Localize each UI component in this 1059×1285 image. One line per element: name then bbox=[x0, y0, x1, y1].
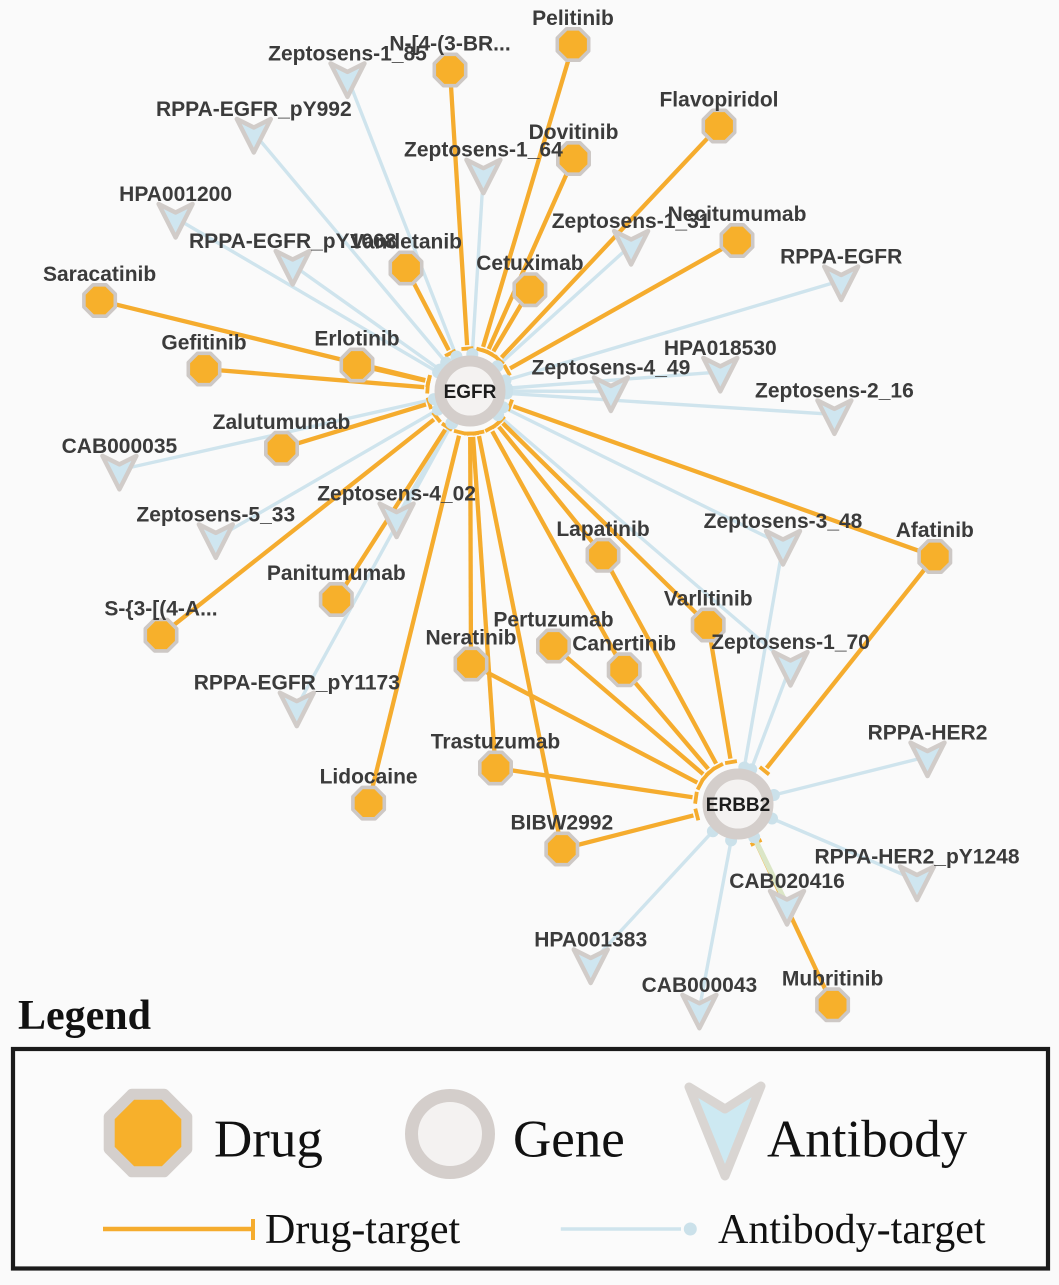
svg-text:Flavopiridol: Flavopiridol bbox=[659, 89, 778, 112]
svg-text:RPPA-HER2: RPPA-HER2 bbox=[868, 722, 988, 745]
svg-text:Zalutumumab: Zalutumumab bbox=[213, 411, 351, 434]
svg-text:Zeptosens-1_70: Zeptosens-1_70 bbox=[711, 631, 870, 654]
svg-text:RPPA-HER2_pY1248: RPPA-HER2_pY1248 bbox=[814, 846, 1019, 869]
svg-text:Mubritinib: Mubritinib bbox=[782, 967, 883, 990]
svg-text:RPPA-EGFR_pY1068: RPPA-EGFR_pY1068 bbox=[189, 230, 397, 253]
svg-text:Drug-target: Drug-target bbox=[265, 1207, 460, 1253]
svg-text:Lidocaine: Lidocaine bbox=[320, 766, 418, 789]
svg-text:BIBW2992: BIBW2992 bbox=[510, 812, 613, 835]
svg-text:CAB000035: CAB000035 bbox=[62, 435, 178, 458]
svg-text:Drug: Drug bbox=[214, 1111, 323, 1169]
svg-text:Pelitinib: Pelitinib bbox=[532, 7, 614, 30]
svg-text:HPA001200: HPA001200 bbox=[119, 183, 232, 206]
svg-text:EGFR: EGFR bbox=[444, 382, 497, 403]
svg-text:CAB000043: CAB000043 bbox=[642, 974, 758, 997]
svg-text:Zeptosens-2_16: Zeptosens-2_16 bbox=[755, 379, 914, 402]
svg-text:Gefitinib: Gefitinib bbox=[161, 332, 246, 355]
svg-text:Zeptosens-1_64: Zeptosens-1_64 bbox=[404, 139, 563, 162]
svg-text:HPA001383: HPA001383 bbox=[534, 929, 647, 952]
svg-text:S-{3-[(4-A...: S-{3-[(4-A... bbox=[104, 598, 217, 621]
svg-text:Panitumumab: Panitumumab bbox=[267, 562, 406, 585]
svg-text:Zeptosens-4_02: Zeptosens-4_02 bbox=[317, 483, 476, 506]
svg-text:Saracatinib: Saracatinib bbox=[43, 263, 156, 286]
svg-text:RPPA-EGFR_pY992: RPPA-EGFR_pY992 bbox=[156, 98, 352, 121]
svg-text:Neratinib: Neratinib bbox=[425, 627, 516, 650]
svg-text:Zeptosens-1_31: Zeptosens-1_31 bbox=[552, 210, 711, 233]
svg-text:Canertinib: Canertinib bbox=[572, 632, 676, 655]
svg-text:Zeptosens-4_49: Zeptosens-4_49 bbox=[532, 357, 691, 380]
svg-text:Varlitinib: Varlitinib bbox=[664, 588, 753, 611]
svg-text:RPPA-EGFR_pY1173: RPPA-EGFR_pY1173 bbox=[194, 672, 400, 695]
svg-text:Zeptosens-3_48: Zeptosens-3_48 bbox=[704, 510, 863, 533]
svg-text:Antibody-target: Antibody-target bbox=[718, 1207, 986, 1253]
svg-text:Erlotinib: Erlotinib bbox=[314, 328, 399, 351]
svg-text:Zeptosens-5_33: Zeptosens-5_33 bbox=[136, 503, 295, 526]
svg-text:Afatinib: Afatinib bbox=[896, 519, 974, 542]
svg-text:Trastuzumab: Trastuzumab bbox=[431, 731, 561, 754]
svg-text:Zeptosens-1_85: Zeptosens-1_85 bbox=[268, 42, 427, 65]
svg-text:RPPA-EGFR: RPPA-EGFR bbox=[780, 246, 902, 269]
svg-text:CAB020416: CAB020416 bbox=[729, 870, 845, 893]
svg-text:Lapatinib: Lapatinib bbox=[556, 518, 649, 541]
svg-text:Gene: Gene bbox=[513, 1111, 625, 1169]
svg-text:ERBB2: ERBB2 bbox=[706, 795, 770, 816]
svg-text:Antibody: Antibody bbox=[767, 1111, 968, 1169]
svg-text:Legend: Legend bbox=[18, 993, 151, 1039]
svg-text:Cetuximab: Cetuximab bbox=[476, 252, 583, 275]
